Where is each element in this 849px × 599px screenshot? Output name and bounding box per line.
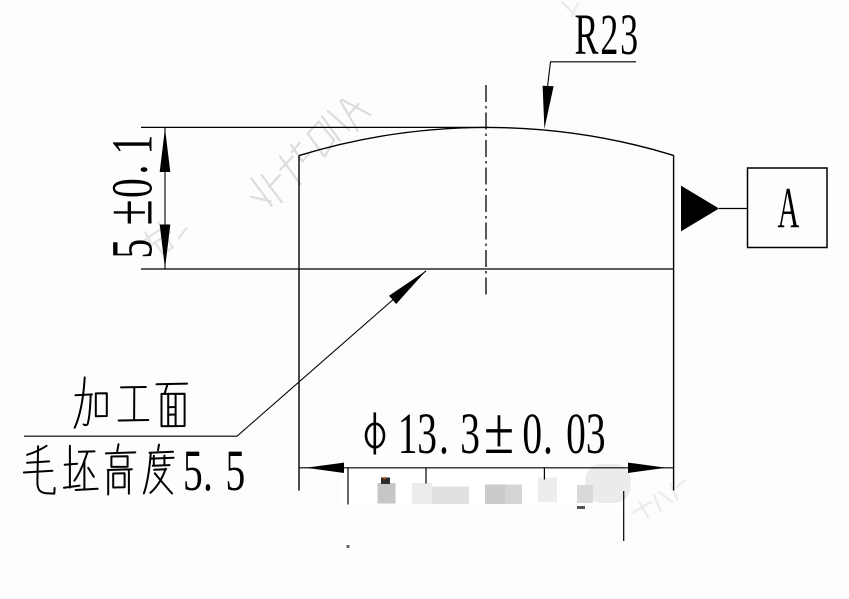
svg-text:.: . <box>95 165 159 175</box>
svg-text:.: . <box>203 439 213 503</box>
svg-text:1: 1 <box>100 135 164 155</box>
svg-text:0: 0 <box>522 402 542 466</box>
svg-text:0: 0 <box>100 178 164 198</box>
svg-text:3: 3 <box>460 402 480 466</box>
svg-text:3: 3 <box>417 402 437 466</box>
svg-text:±: ± <box>92 199 167 225</box>
svg-text:.: . <box>439 402 449 466</box>
svg-text:A: A <box>778 176 800 240</box>
svg-text:1: 1 <box>398 402 418 466</box>
svg-text:5: 5 <box>100 239 164 259</box>
svg-text:3: 3 <box>586 402 606 466</box>
svg-text:5: 5 <box>226 439 246 503</box>
svg-text:0: 0 <box>566 402 586 466</box>
svg-text:.: . <box>543 402 553 466</box>
svg-text:5: 5 <box>183 439 203 503</box>
svg-text:±: ± <box>484 394 514 468</box>
svg-text:R23: R23 <box>575 3 641 67</box>
